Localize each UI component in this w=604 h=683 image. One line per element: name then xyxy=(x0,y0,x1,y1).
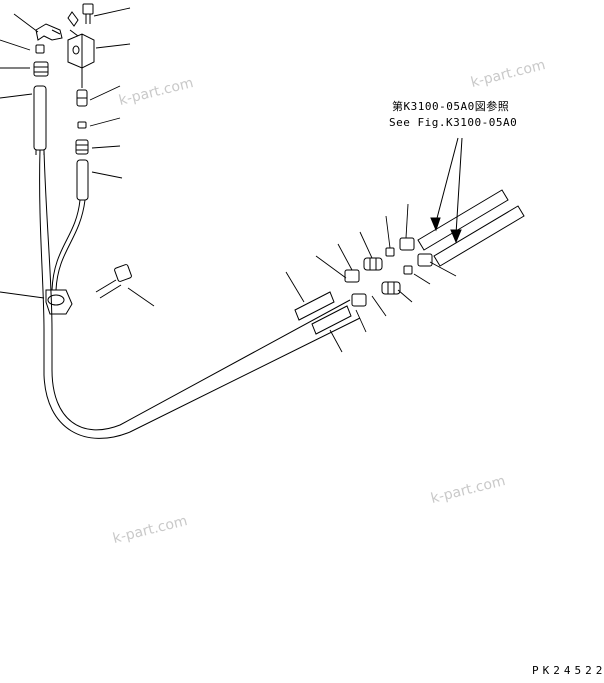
reference-arrows xyxy=(430,137,463,244)
left-nut xyxy=(33,61,49,77)
sleeve-b xyxy=(403,265,413,275)
fitting-nut-a xyxy=(344,269,360,283)
nut-c xyxy=(399,237,415,251)
small-sleeve xyxy=(77,121,87,129)
right-nut xyxy=(75,139,89,155)
left-sleeve xyxy=(35,44,45,54)
sleeve-a xyxy=(385,247,395,257)
long-tube-lower xyxy=(433,205,525,267)
upper-bolt xyxy=(82,3,94,24)
long-tube-upper xyxy=(417,189,509,251)
leader-lines xyxy=(0,7,457,353)
cock-handle xyxy=(67,11,79,27)
clamp-bolt xyxy=(95,264,132,299)
fitting-nut-b xyxy=(351,293,367,307)
tube-end-upper xyxy=(294,291,335,321)
tube-end-lower xyxy=(311,305,352,335)
nut-d xyxy=(417,253,433,267)
reference-note-jp: 第K3100-05A0図参照 xyxy=(392,100,510,113)
union-b xyxy=(381,281,401,295)
connector-fitting xyxy=(76,89,88,107)
left-elbow-fitting xyxy=(35,23,63,41)
main-pipe xyxy=(39,149,361,439)
right-hose xyxy=(76,159,89,201)
drawing-id: PK24522 xyxy=(532,664,604,677)
upper-valve-body xyxy=(67,29,95,88)
upper-left-hose xyxy=(33,85,47,155)
clamp xyxy=(45,289,73,315)
union-a xyxy=(363,257,383,271)
reference-note-en: See Fig.K3100-05A0 xyxy=(389,116,518,129)
